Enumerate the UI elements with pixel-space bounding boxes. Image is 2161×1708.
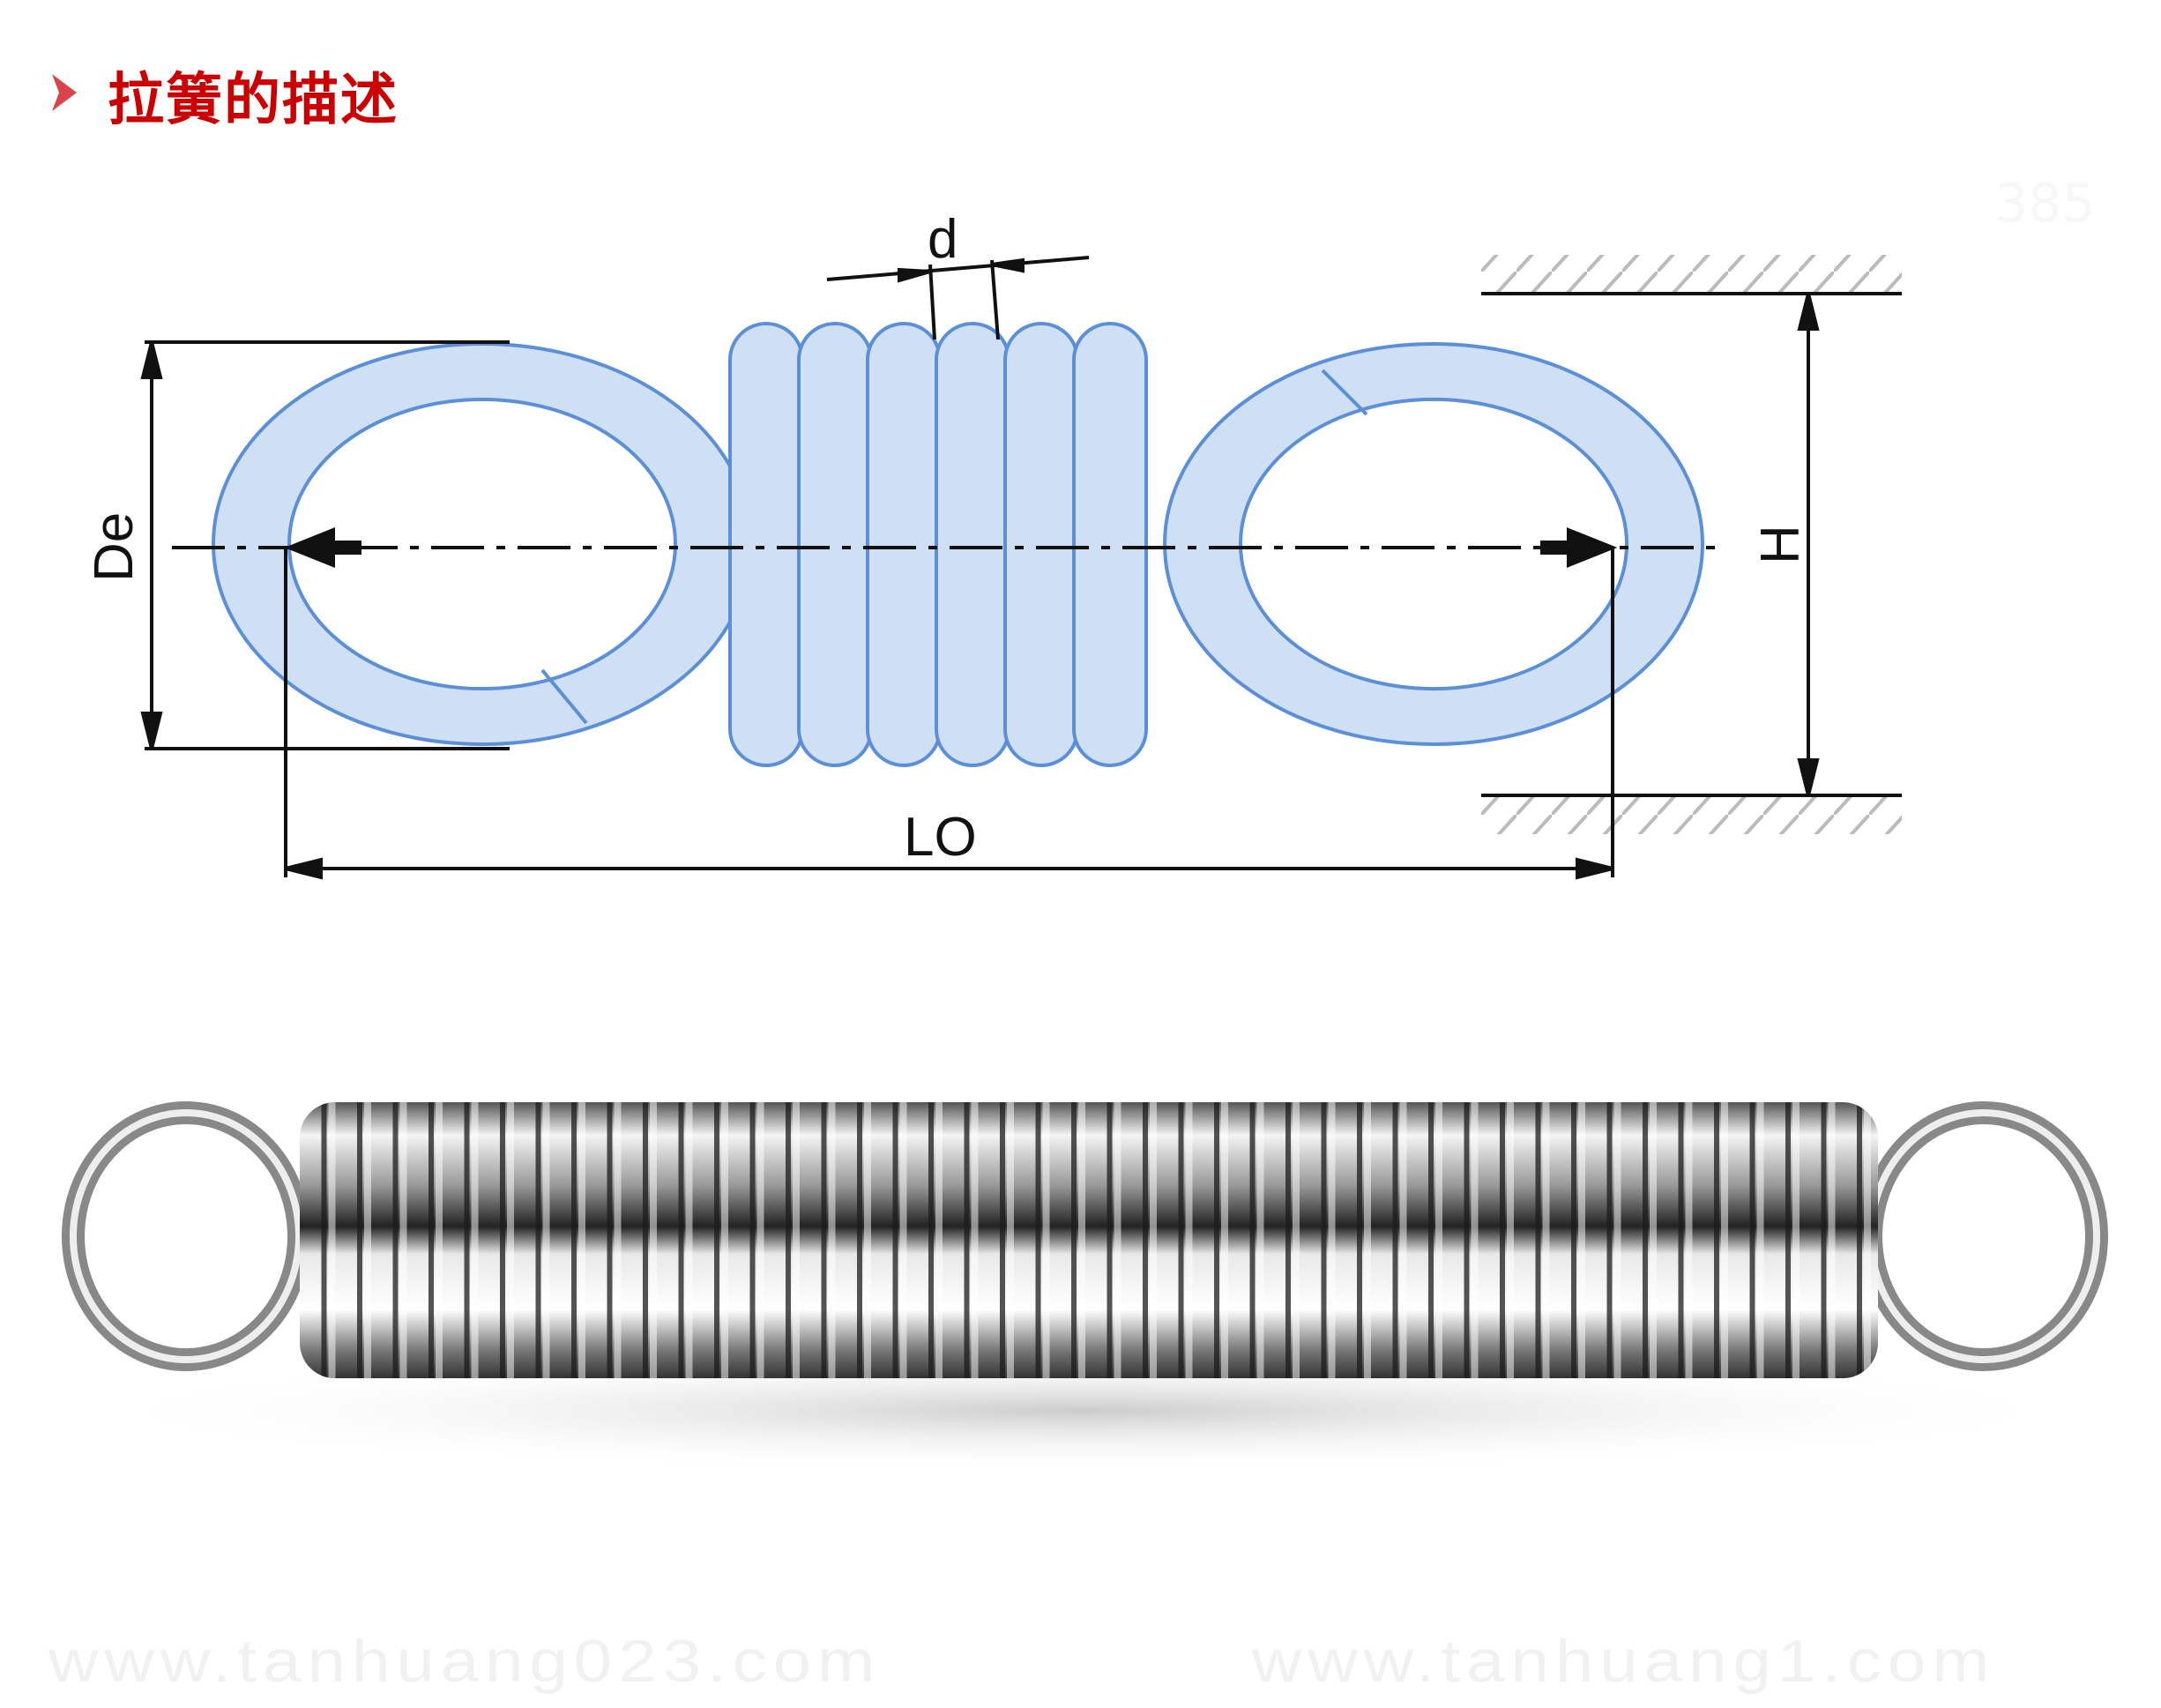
spring-photo (62, 1101, 2108, 1473)
dimension-lines (140, 256, 1820, 880)
chevron-right-icon (52, 74, 77, 111)
watermark-right: www.tanhuang1.com (1252, 1628, 1996, 1695)
watermark-left: www.tanhuang023.com (48, 1628, 882, 1695)
label-d: d (928, 209, 958, 270)
label-lo: LO (904, 807, 977, 868)
label-de: De (84, 512, 145, 582)
right-hook-loop (1162, 342, 1705, 746)
support-hatching (1481, 255, 1902, 834)
coil-body (728, 322, 1148, 767)
page-title: 拉簧的描述 (108, 68, 399, 133)
spring-drawing (211, 322, 1705, 767)
left-arrow-icon (284, 527, 361, 568)
label-h: H (1750, 525, 1811, 564)
watermark-number: 385 (1994, 173, 2096, 235)
right-arrow-icon (1540, 527, 1618, 568)
